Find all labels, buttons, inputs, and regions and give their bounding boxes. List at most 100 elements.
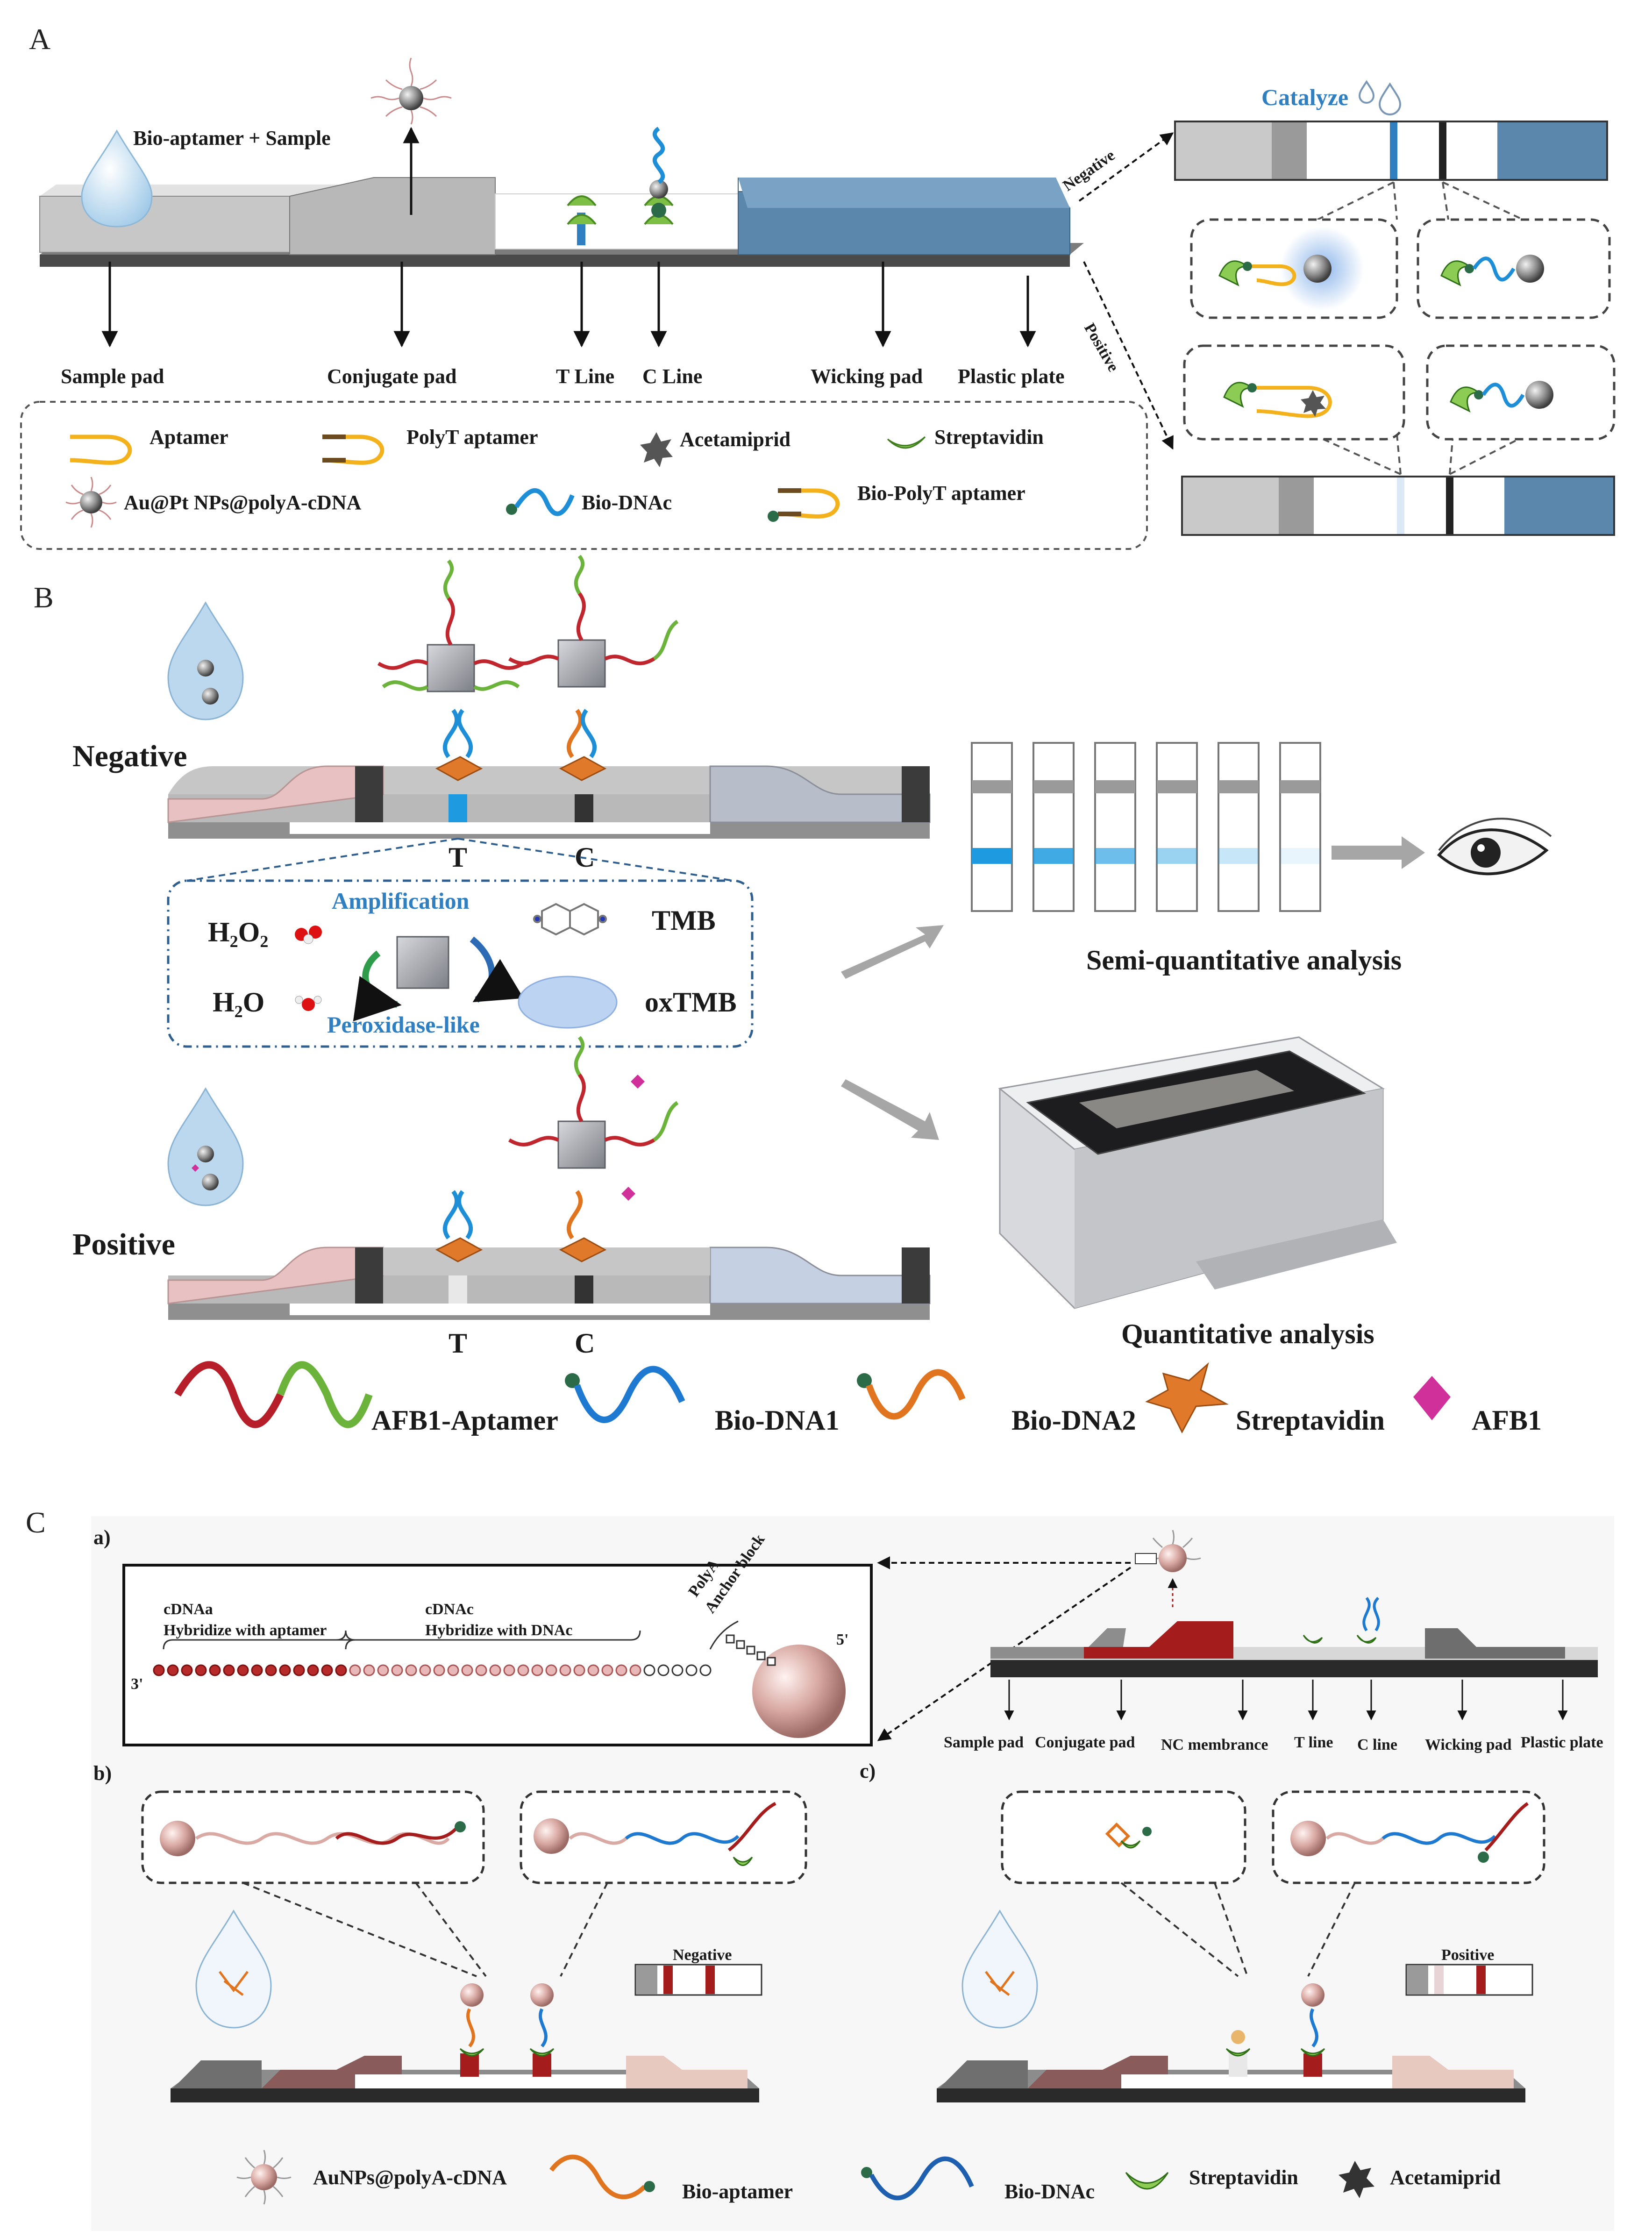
aunps-icon [236,2150,292,2205]
cdna-base [517,1664,529,1676]
semi-quant-band [972,848,1012,864]
positive-c-line [1446,477,1453,534]
b-neg-t-label: T [449,842,467,873]
drop-icon-small [1358,80,1375,104]
cdna-base [601,1664,613,1676]
c-end3: 3' [131,1675,143,1693]
detail-box-neg-c [1417,218,1611,319]
detail-box-pos-c [1426,344,1616,441]
cdna-base [629,1664,641,1676]
cdna-base [307,1664,319,1676]
c-b-drop [195,1909,272,2029]
legend-c-acetamiprid: Acetamiprid [1390,2166,1501,2189]
semi-quant-band [1218,848,1259,864]
legend-au-pt-nps: Au@Pt NPs@polyA-cDNA [124,491,362,514]
detail-box-neg-t [1190,218,1398,319]
b-positive-label: Positive [72,1227,175,1261]
b-legend: AFB1-Aptamer Bio-DNA1 Bio-DNA2 Streptavi… [174,1361,1542,1436]
c-cdnac: cDNAc [425,1601,474,1618]
polya-anchor-unit [726,1634,735,1644]
au-pt-np-icon [65,477,117,528]
semi-quant-strip [971,742,1013,912]
negative-t-line [1390,122,1397,179]
cdna-base [391,1664,403,1676]
streptavidin-icon [887,436,926,449]
cdna-base [153,1664,165,1676]
cdna-base [489,1664,501,1676]
c-part-plastic-plate: Plastic plate [1521,1734,1603,1751]
cdna-base [167,1664,179,1676]
eye-icon [1437,818,1552,876]
cdna-base [419,1664,431,1676]
cdna-base [643,1664,655,1676]
semi-quant-strip [1279,742,1321,912]
drop-label: Bio-aptamer + Sample [133,127,331,150]
legend-bio-polyt-aptamer: Bio-PolyT aptamer [857,482,1025,505]
legend-streptavidin: Streptavidin [934,426,1044,449]
arrow-negative [1078,132,1174,202]
label-positive-a: Positive [1081,321,1122,375]
b-positive-strip [167,1247,931,1320]
t-line-probe [567,195,597,225]
c-part-t-line: T line [1294,1734,1333,1751]
b-pos-c-line [575,1275,593,1304]
np-release [370,57,452,215]
semi-quant-band [1095,848,1135,864]
cdna-base [237,1664,249,1676]
detail-box-pos-t [1183,344,1405,441]
semi-quant-strip [1094,742,1136,912]
afb1-aptamer-icon [174,1361,284,1428]
c-b-mini-strip [634,1964,762,1996]
panel-a-strip [39,177,1084,267]
c-b-c-line [533,2053,551,2077]
cdna-base [503,1664,515,1676]
cdna-base [685,1664,698,1676]
b-neg-t-complex [377,559,525,781]
c-end5: 5' [836,1631,848,1648]
cdna-base [447,1664,459,1676]
cdna-base [461,1664,473,1676]
b-h2o: H₂O [213,987,264,1018]
polya-anchor-unit [746,1646,755,1655]
bio-dna2-icon [857,1369,966,1420]
nc-membrane [495,193,743,249]
cdna-base [531,1664,543,1676]
b-negative-strip [167,765,931,839]
c-bio-dnac-icon [861,2156,974,2201]
cdna-base [545,1664,557,1676]
part-label-sample-pad: Sample pad [61,365,164,388]
panel-a-part-arrows [101,262,1036,348]
b-peroxidase: Peroxidase-like [327,1012,480,1038]
c-hyb-dnac: Hybridize with DNAc [425,1622,572,1639]
c-b-t-line [460,2053,479,2077]
b-neg-t-line [449,794,467,822]
panel-a-letter: A [29,22,50,56]
b-arrow-down [841,1079,939,1140]
b-pos-c-complex [508,1036,679,1262]
c-b-callouts [141,1790,807,1977]
b-tmb: TMB [652,905,716,936]
c-part-nc-membrance: NC membrance [1161,1736,1268,1753]
b-scanner-device [998,1036,1397,1309]
c-cdna-chain [153,1634,776,1676]
c-part-sample-pad: Sample pad [944,1734,1024,1751]
semi-quant-band [1280,848,1320,864]
afb1-icon [1413,1376,1451,1420]
cdna-base [363,1664,375,1676]
panel-b: B T C [34,555,1552,1436]
b-neg-c-line [575,794,593,822]
b-arrow-up [841,925,944,979]
cdna-base [615,1664,627,1676]
panel-a-part-labels: Sample pad Conjugate pad T Line C Line W… [61,365,1065,388]
b-semi-label: Semi-quantitative analysis [1086,945,1402,976]
bio-dna1-icon [565,1366,685,1423]
c-c-c-line [1303,2053,1322,2077]
negative-strip-result [1174,121,1608,181]
b-amplification: Amplification [332,888,470,914]
legend-c-bio-dnac: Bio-DNAc [1004,2180,1095,2203]
cdna-base [699,1664,712,1676]
cdna-base [657,1664,669,1676]
c-cdnaa: cDNAa [164,1601,213,1618]
polya-anchor-unit [756,1651,766,1660]
